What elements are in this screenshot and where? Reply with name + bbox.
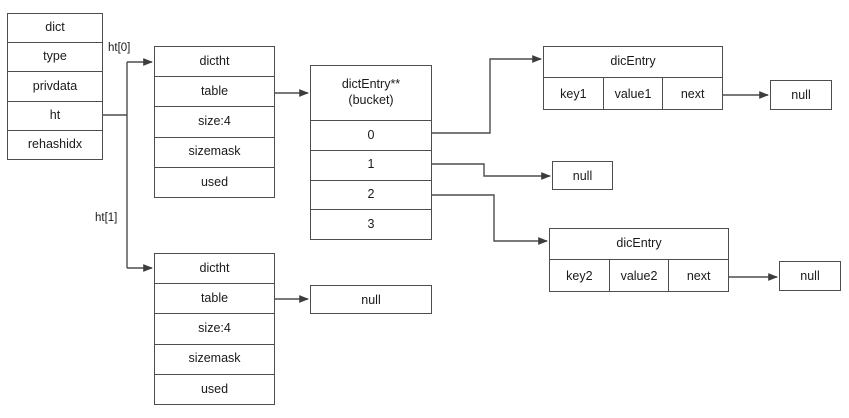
dicentry-2-header: dicEntry [550, 229, 728, 260]
wire-slot1-null [432, 163, 551, 180]
wire-slot0-entry1 [432, 55, 542, 134]
dictht0-row-used: used [155, 167, 274, 198]
bucket-slot-2[interactable]: 2 [311, 180, 431, 211]
dicentry-1-box: dicEntry key1 value1 next [543, 46, 723, 110]
dictht1-row-size: size:4 [155, 314, 274, 345]
dictht0-row-table: table [155, 77, 274, 108]
bucket-header-line2: (bucket) [348, 93, 394, 107]
dicentry-1-fields: key1 value1 next [544, 78, 722, 109]
dicentry-2-value: value2 [610, 260, 670, 291]
dicentry-1-value: value1 [604, 78, 664, 109]
dictht-0-box: dictht table size:4 sizemask used [154, 46, 275, 198]
dictht0-row-size: size:4 [155, 107, 274, 138]
dictht-1-box: dictht table size:4 sizemask used [154, 253, 275, 405]
dictht0-row-dictht: dictht [155, 47, 274, 78]
edge-label-ht0: ht[0] [108, 42, 131, 54]
dictht1-row-dictht: dictht [155, 254, 274, 285]
dictht1-row-used: used [155, 374, 274, 405]
bucket-header-line1: dictEntry** [341, 77, 401, 92]
bucket-slot-0[interactable]: 0 [311, 121, 431, 151]
dict-row-ht: ht [8, 101, 102, 131]
dicentry-1-next: next [680, 86, 705, 101]
null-box-dictht1-table: null [310, 285, 432, 314]
dictht0-row-sizemask: sizemask [155, 137, 274, 168]
dicentry-2-next: next [686, 268, 711, 283]
dict-row-rehashidx: rehashidx [8, 130, 102, 160]
dicentry-2-box: dicEntry key2 value2 next [549, 228, 729, 292]
dict-row-dict: dict [8, 14, 102, 44]
edge-label-ht1: ht[1] [95, 212, 118, 224]
dicentry-2-fields: key2 value2 next [550, 260, 728, 291]
null-box-bucket-slot1: null [552, 161, 613, 190]
wire-slot2-entry2 [432, 194, 548, 245]
null-box-entry1-next: null [770, 80, 832, 110]
dict-row-type: type [8, 43, 102, 73]
bucket-array-box: dictEntry** (bucket) 0 1 2 3 [310, 65, 432, 240]
dict-struct-box: dict type privdata ht rehashidx [7, 13, 103, 160]
bucket-header: dictEntry** (bucket) [311, 66, 431, 121]
dictht1-row-sizemask: sizemask [155, 344, 274, 375]
dicentry-1-key: key1 [544, 78, 604, 109]
dicentry-2-key: key2 [550, 260, 610, 291]
dictht1-row-table: table [155, 284, 274, 315]
bucket-slot-1[interactable]: 1 [311, 150, 431, 181]
null-box-entry2-next: null [779, 261, 841, 291]
dict-row-privdata: privdata [8, 72, 102, 102]
dicentry-1-header: dicEntry [544, 47, 722, 78]
bucket-slot-3[interactable]: 3 [311, 210, 431, 239]
